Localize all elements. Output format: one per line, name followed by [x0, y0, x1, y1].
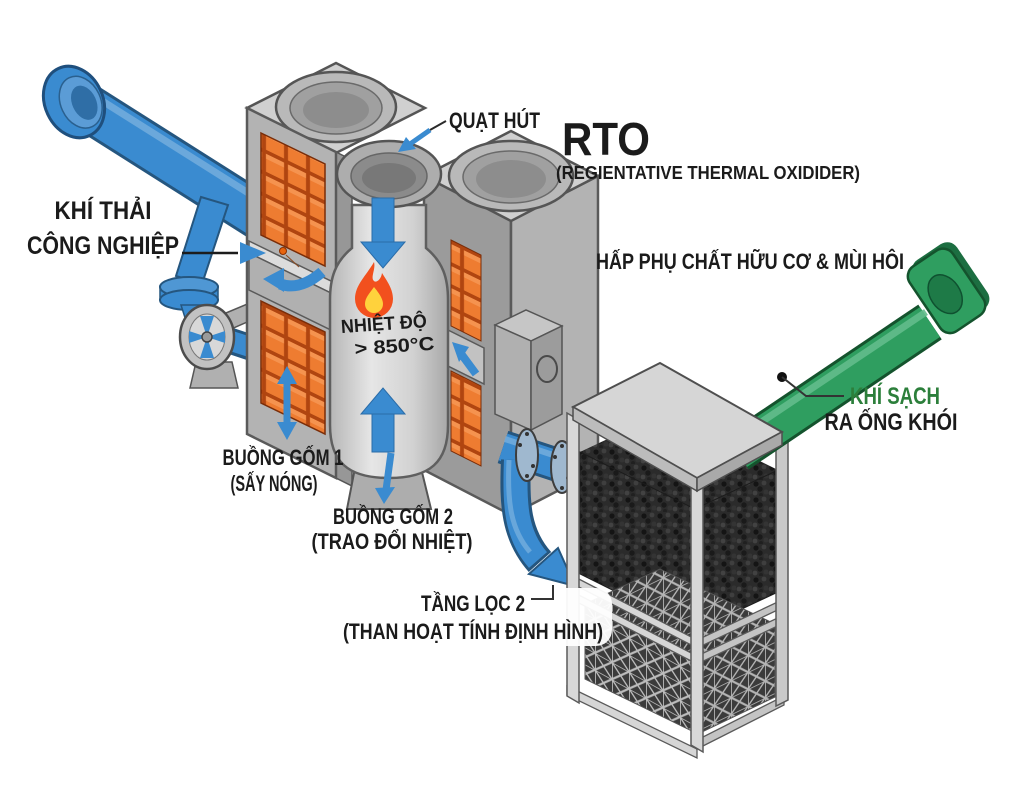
ceramic-bed-lower	[260, 299, 326, 436]
clean-air-label-line2: RA ỐNG KHÓI	[825, 408, 958, 436]
chamber2-label-line2: (TRAO ĐỔI NHIỆT)	[312, 529, 473, 554]
ceramic-bed-upper	[260, 131, 326, 268]
fan-label: QUẠT HÚT	[449, 108, 540, 133]
fan-blades-icon	[189, 316, 225, 358]
filter-label-line2: (THAN HOẠT TÍNH ĐỊNH HÌNH)	[343, 619, 603, 644]
adsorption-caption: HẤP PHỤ CHẤT HỮU CƠ & MÙI HÔI	[596, 249, 904, 274]
flow-arrow-up-gap	[458, 352, 480, 377]
chamber1-label-line2: (SẤY NÓNG)	[231, 471, 318, 496]
chamber2-label-line1: BUỒNG GỐM 2	[333, 503, 453, 529]
cabinet-post-left	[566, 411, 580, 705]
combustion-chamber: NHIỆT ĐỘ > 850°C	[328, 139, 450, 510]
transfer-pipe	[497, 428, 606, 588]
filter-label-backdrop	[336, 588, 612, 646]
outlet-flange	[906, 242, 990, 335]
waste-gas-label-line2: CÔNG NGHIỆP	[27, 230, 179, 260]
annotation-layer: QUẠT HÚT RTO (REGIENTATIVE THERMAL OXIDI…	[27, 108, 958, 646]
fan-pointer-arrow	[398, 137, 416, 152]
waste-gas-flow-arrow	[240, 242, 266, 264]
flame-icon	[355, 262, 393, 318]
side-junction-box	[493, 309, 564, 432]
blower-valve	[178, 296, 271, 389]
cabinet-top-panel	[570, 361, 785, 493]
clean-air-label-line1: KHÍ SẠCH	[850, 382, 940, 410]
upflow-arrow	[359, 387, 407, 453]
waste-gas-label-line1: KHÍ THẢI	[55, 195, 152, 225]
ceramic-bed-upper-right	[450, 239, 482, 342]
cabinet-post-right	[775, 432, 789, 708]
ceramic-bed-lower-right	[450, 370, 482, 467]
chamber2-arrow	[375, 487, 395, 504]
chamber1-double-arrow	[277, 366, 297, 440]
diagram-subtitle: (REGIENTATIVE THERMAL OXIDIDER)	[556, 163, 860, 183]
pipe-flange-a	[515, 428, 539, 482]
filter-label-line1: TẦNG LỌC 2	[421, 591, 525, 616]
inlet-flange	[41, 64, 107, 140]
diagram-title: RTO	[562, 113, 650, 165]
waste-gas-inlet-pipe	[41, 64, 281, 325]
cabinet-post-front	[690, 479, 704, 754]
chamber1-label-line1: BUỒNG GỐM 1	[223, 444, 344, 470]
burner-dot-icon	[279, 247, 287, 255]
clean-air-outlet-pipe	[725, 242, 990, 470]
downflow-arrow	[359, 197, 407, 269]
